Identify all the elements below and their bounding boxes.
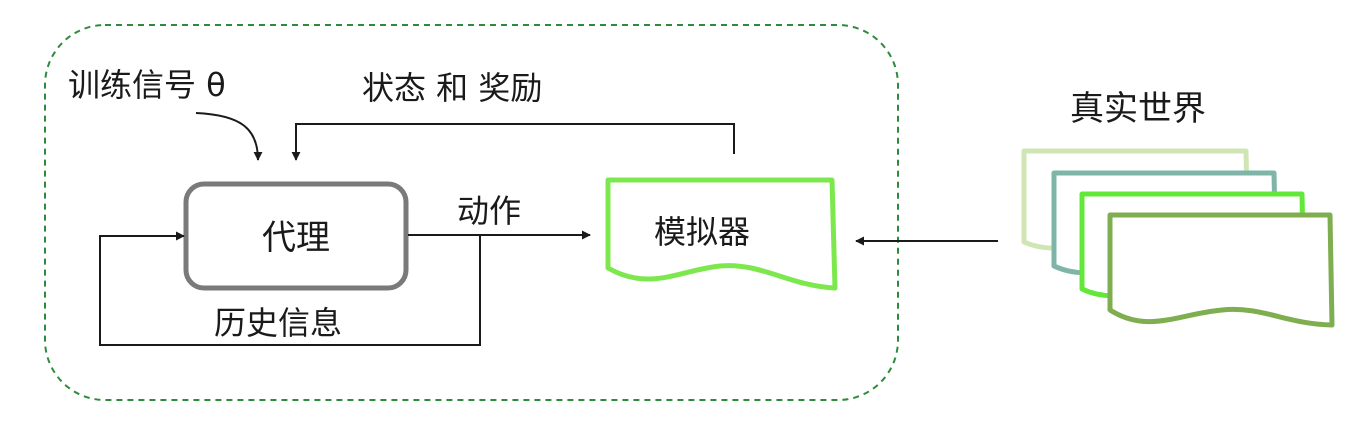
training-boundary — [44, 24, 899, 401]
agent-box — [183, 181, 409, 291]
agent-label: 代理 — [262, 218, 330, 258]
simulator-shape — [605, 177, 838, 291]
state-reward-label: 状态 和 奖励 — [362, 69, 542, 107]
simulator-label: 模拟器 — [654, 213, 750, 251]
action-label: 动作 — [457, 192, 521, 230]
training-signal-arrow — [195, 112, 263, 161]
history-loop-arrow — [99, 231, 481, 346]
real-world-stack — [1021, 148, 1335, 328]
state-reward-arrow — [291, 123, 735, 161]
real-world-label: 真实世界 — [1070, 89, 1206, 129]
training-signal-label: 训练信号 θ — [68, 66, 226, 104]
history-label: 历史信息 — [214, 304, 342, 342]
world-sheet-4 — [1107, 212, 1335, 328]
